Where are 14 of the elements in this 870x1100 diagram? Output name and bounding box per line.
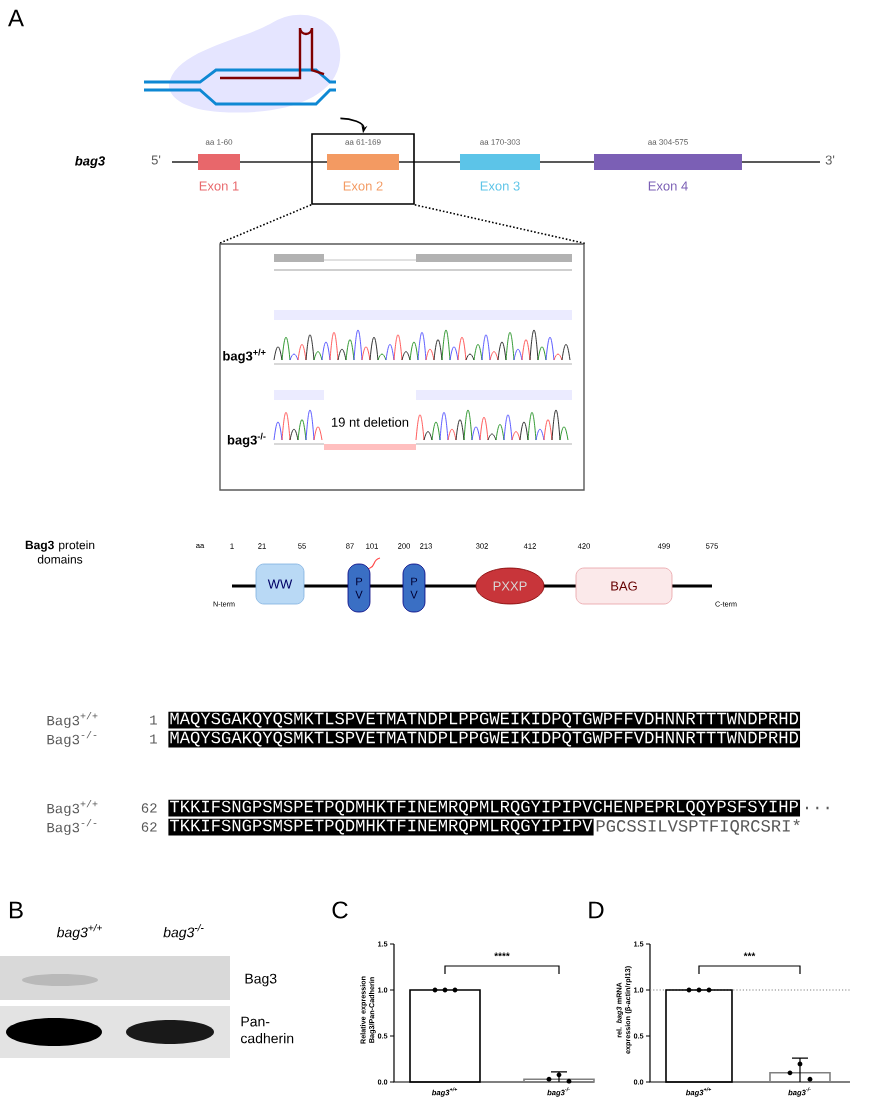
sequence-text: ... [806,806,829,810]
sequence-highlight: MAQYSGAKQYQSMKTLSPVETMATNDPLPPGWEIKIDPQTGWPFFVDHNNRTTTWNDPRHD [168,730,800,748]
panel-letter: D [589,901,604,919]
zoom-box [311,133,415,205]
panel-letter: B [9,901,23,919]
sequence-text: PGCSSILVSPTFIQRCSRI* [596,819,800,835]
crispr-drawing [144,14,341,113]
panel-letter: A [8,9,24,27]
sequence-highlight: TKKIFSNGPSMSPETPQDMHKTFINEMRQPMLRQGYIPIPVCHENPEPRLQQYPSFSYIHP [168,799,800,817]
zoom-line [218,204,312,245]
sequence-highlight: TKKIFSNGPSMSPETPQDMHKTFINEMRQPMLRQGYIPIPV [168,818,594,836]
zoom-line [414,204,586,245]
panel-letter: C [332,901,348,919]
sequence-highlight: MAQYSGAKQYQSMKTLSPVETMATNDPLPPGWEIKIDPQTGWPFFVDHNNRTTTWNDPRHD [168,711,800,729]
